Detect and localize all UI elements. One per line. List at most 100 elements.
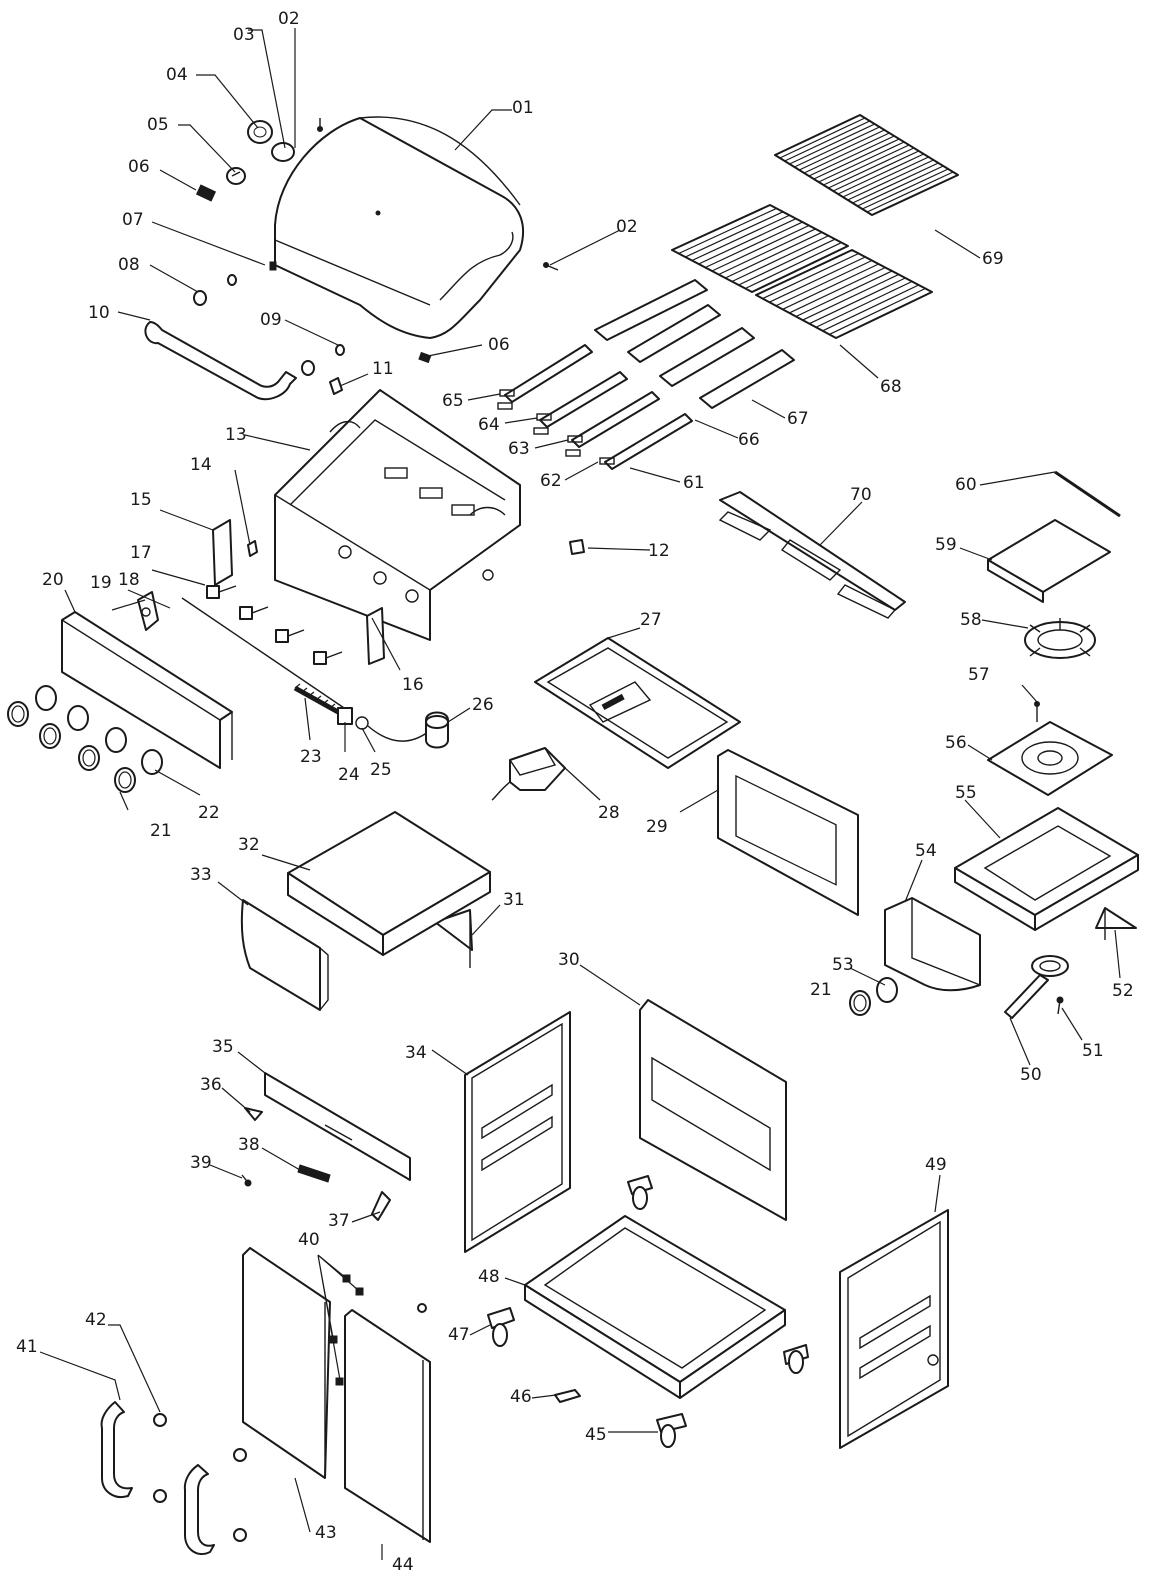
part-side-burner [1004, 955, 1069, 1019]
part-burner-screw [1034, 701, 1040, 722]
callout-63: 63 [508, 439, 530, 459]
part-handle-washer [153, 1413, 247, 1542]
part-left-side-panel [464, 1011, 571, 1253]
part-front-rail [264, 1072, 411, 1181]
part-side-burner-housing [884, 897, 981, 992]
callout-04: 04 [166, 65, 188, 85]
callout-21: 21 [150, 821, 172, 841]
callout-02: 02 [616, 217, 638, 237]
callout-47: 47 [448, 1325, 470, 1345]
callout-52: 52 [1112, 981, 1134, 1001]
callout-16: 16 [402, 675, 424, 695]
callout-17: 17 [130, 543, 152, 563]
callout-12: 12 [648, 541, 670, 561]
part-door-hinge [329, 1274, 427, 1386]
callout-64: 64 [478, 415, 500, 435]
part-burner-tube [504, 344, 693, 470]
callout-02: 02 [278, 9, 300, 29]
part-burner-bracket [1095, 907, 1137, 940]
part-shelf-cover [240, 899, 329, 1011]
callout-26: 26 [472, 695, 494, 715]
callout-33: 33 [190, 865, 212, 885]
part-regulator [337, 707, 449, 749]
callout-51: 51 [1082, 1041, 1104, 1061]
part-grease-tray [534, 637, 741, 769]
part-control-knob [7, 701, 871, 1016]
part-igniter [137, 591, 159, 631]
callout-01: 01 [512, 98, 534, 118]
callout-32: 32 [238, 835, 260, 855]
callout-31: 31 [503, 890, 525, 910]
callout-07: 07 [122, 210, 144, 230]
callout-03: 03 [233, 25, 255, 45]
callout-34: 34 [405, 1043, 427, 1063]
part-burner-bracket-small [497, 389, 615, 465]
callout-15: 15 [130, 490, 152, 510]
part-gas-manifold [181, 597, 351, 715]
callout-23: 23 [300, 747, 322, 767]
callout-45: 45 [585, 1425, 607, 1445]
callout-49: 49 [925, 1155, 947, 1175]
part-side-burner-lid [987, 519, 1111, 603]
callout-39: 39 [190, 1153, 212, 1173]
part-rear-panel [717, 749, 859, 916]
callout-59: 59 [935, 535, 957, 555]
callout-35: 35 [212, 1037, 234, 1057]
callout-69: 69 [982, 249, 1004, 269]
part-washer [193, 274, 345, 376]
callout-42: 42 [85, 1310, 107, 1330]
callout-05: 05 [147, 115, 169, 135]
part-side-shelf [287, 811, 491, 956]
callout-58: 58 [960, 610, 982, 630]
callout-29: 29 [646, 817, 668, 837]
part-lid [274, 116, 525, 339]
callout-06: 06 [488, 335, 510, 355]
callout-62: 62 [540, 471, 562, 491]
callout-14: 14 [190, 455, 212, 475]
callout-61: 61 [683, 473, 705, 493]
callout-57: 57 [968, 665, 990, 685]
part-magnet [241, 1174, 252, 1187]
callout-labels: 01 02 02 03 04 05 06 06 07 08 09 10 11 1… [16, 9, 1134, 1575]
part-lid-handle [144, 321, 297, 401]
callout-54: 54 [915, 841, 937, 861]
callout-60: 60 [955, 475, 977, 495]
callout-18: 18 [118, 570, 140, 590]
callout-22: 22 [198, 803, 220, 823]
part-thermometer-bezel [271, 142, 295, 162]
callout-11: 11 [372, 359, 394, 379]
part-tank-bracket [554, 1389, 581, 1403]
part-hinge [297, 1164, 331, 1183]
part-heat-shield [212, 519, 385, 665]
part-mount-bracket [329, 377, 585, 555]
callout-25: 25 [370, 760, 392, 780]
part-grease-cup [491, 747, 566, 801]
callout-66: 66 [738, 430, 760, 450]
part-crossover-igniter [718, 491, 906, 619]
part-thermometer [247, 120, 273, 144]
leader-lines [39, 28, 1121, 1560]
callout-67: 67 [787, 409, 809, 429]
part-clip [195, 184, 432, 364]
callout-53: 53 [832, 955, 854, 975]
part-warming-rack [774, 114, 959, 216]
callout-41: 41 [16, 1337, 38, 1357]
part-burner-plate [987, 721, 1113, 796]
part-screw [317, 118, 559, 271]
part-cooking-grate [671, 204, 933, 339]
callout-44: 44 [392, 1555, 414, 1575]
part-left-door [242, 1247, 331, 1479]
callout-48: 48 [478, 1267, 500, 1287]
callout-65: 65 [442, 391, 464, 411]
part-back-panel [639, 999, 787, 1221]
part-gauge [226, 167, 246, 185]
part-right-door [344, 1309, 431, 1543]
part-bracket [269, 261, 277, 271]
part-caster [487, 1175, 809, 1448]
part-valve [206, 585, 343, 665]
callout-56: 56 [945, 733, 967, 753]
part-firebox [274, 389, 521, 641]
callout-24: 24 [338, 765, 360, 785]
callout-08: 08 [118, 255, 140, 275]
part-burner-grate [1024, 618, 1096, 659]
